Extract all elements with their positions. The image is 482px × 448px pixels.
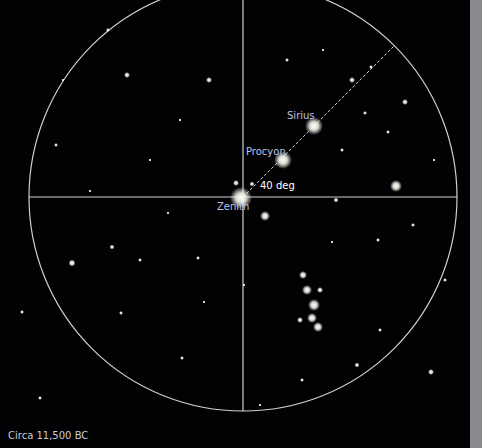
star: [260, 211, 270, 221]
star: [317, 287, 323, 293]
star: [355, 363, 360, 368]
star: [259, 404, 262, 407]
star: [443, 278, 447, 282]
star: [119, 311, 123, 315]
star: [62, 79, 65, 82]
star: [149, 159, 152, 162]
star: [378, 328, 382, 332]
star: [110, 245, 115, 250]
horizon-circle: [29, 0, 457, 411]
star: [322, 49, 325, 52]
star: [390, 180, 402, 192]
star: [285, 58, 289, 62]
stars: [20, 28, 447, 407]
star: [206, 77, 212, 83]
star: [334, 198, 339, 203]
angle-label: 40 deg: [260, 180, 295, 192]
star: [179, 119, 182, 122]
star: [196, 256, 200, 260]
star: [297, 317, 303, 323]
star: [106, 28, 110, 32]
star: [20, 310, 24, 314]
star-name: Zenith: [217, 201, 249, 213]
star: [376, 238, 380, 242]
star: [180, 356, 184, 360]
star: [369, 65, 373, 69]
star: [69, 260, 76, 267]
star: [331, 241, 334, 244]
star: [340, 148, 344, 152]
star: [308, 299, 320, 311]
star: [302, 285, 312, 295]
star: [411, 223, 415, 227]
star: [124, 72, 130, 78]
star: [386, 130, 390, 134]
star: [89, 190, 92, 193]
star: [138, 258, 142, 262]
star: [54, 143, 58, 147]
star: [203, 301, 206, 304]
star: [233, 180, 239, 186]
star: [250, 182, 255, 187]
star: [433, 159, 436, 162]
star: [402, 99, 408, 105]
star: [243, 284, 246, 287]
star: [349, 77, 355, 83]
star-name: Sirius: [287, 110, 315, 122]
star: [300, 378, 304, 382]
star: [299, 271, 307, 279]
star: [313, 322, 323, 332]
star: [307, 313, 317, 323]
star: [38, 396, 42, 400]
star: [167, 212, 170, 215]
star: [363, 111, 367, 115]
angle-line: [243, 45, 395, 197]
date-caption: Circa 11,500 BC: [8, 430, 88, 442]
edge-band: [470, 0, 482, 448]
star: [428, 369, 434, 375]
star-name: Procyon: [246, 146, 286, 158]
